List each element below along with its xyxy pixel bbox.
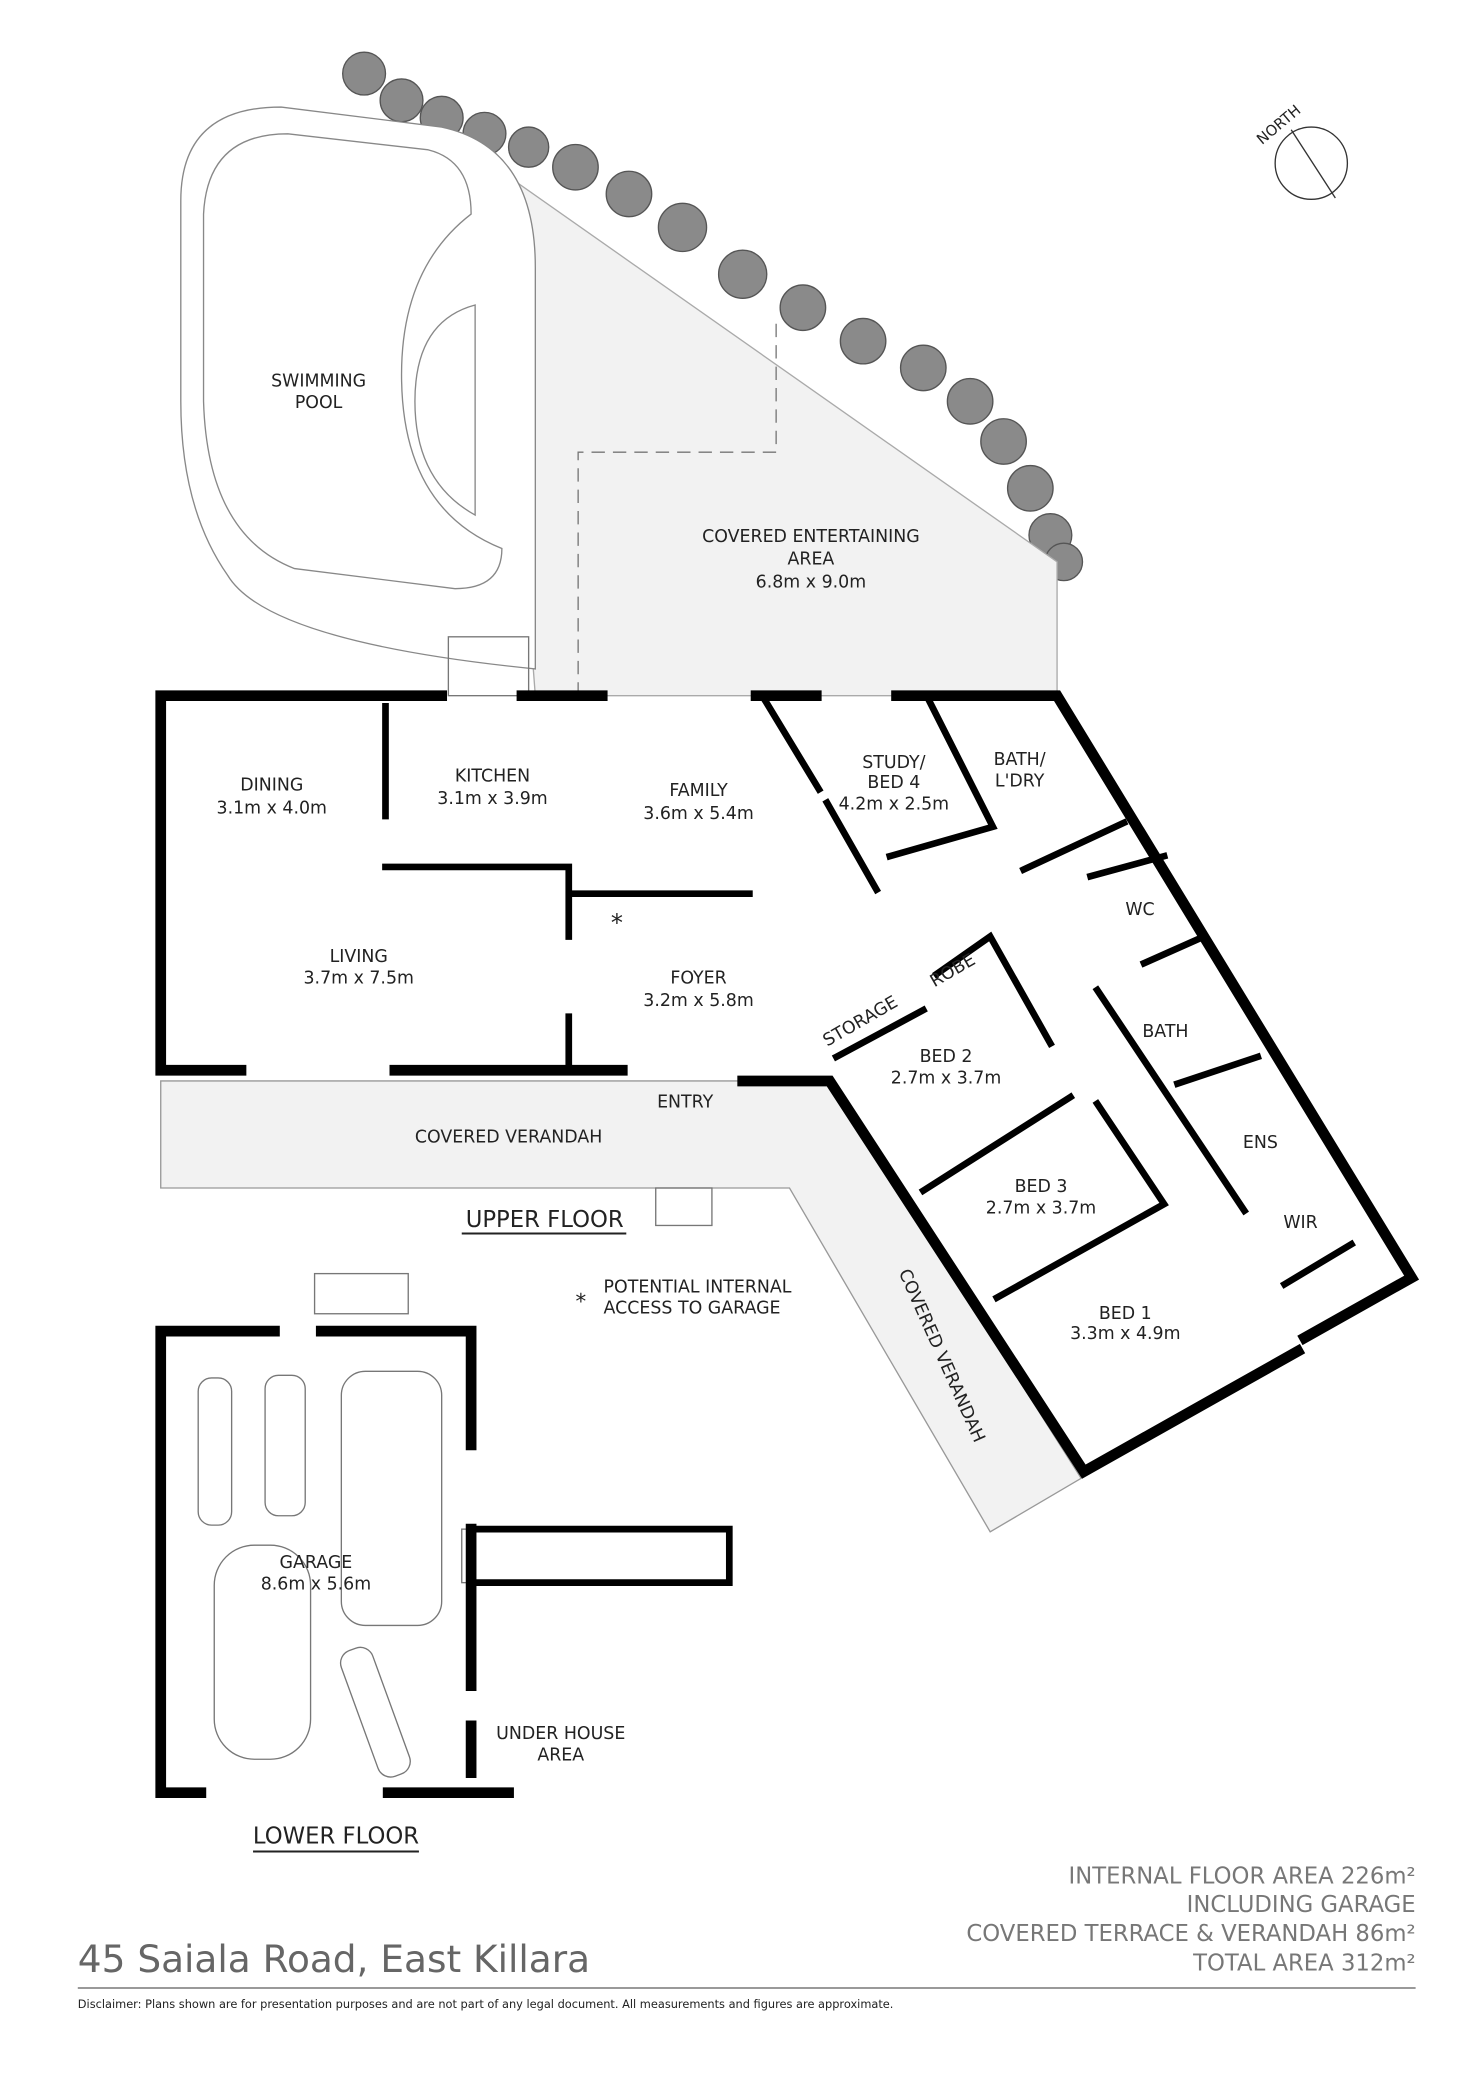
bath-laundry-label: L'DRY (995, 772, 1045, 792)
garage-label: GARAGE (280, 1553, 353, 1573)
swimming-pool (180, 106, 536, 670)
pool-label: SWIMMING (271, 372, 366, 392)
disclaimer: Disclaimer: Plans shown are for presenta… (78, 1997, 894, 2011)
garage-walls (155, 1325, 733, 1799)
verandah-label: COVERED VERANDAH (415, 1128, 602, 1148)
foyer-label: FOYER (670, 968, 726, 988)
ens-label: ENS (1243, 1133, 1278, 1153)
bed1-size: 3.3m x 4.9m (1070, 1324, 1180, 1344)
access-asterisk: * (611, 909, 623, 937)
address: 45 Saiala Road, East Killara (78, 1937, 590, 1981)
area-garage-note: INCLUDING GARAGE (1187, 1892, 1416, 1918)
entry-label: ENTRY (657, 1093, 714, 1113)
vehicles (197, 1370, 443, 1778)
under-house-label: AREA (537, 1746, 584, 1766)
pergola-outline (577, 321, 777, 696)
entertaining-label: AREA (788, 550, 835, 570)
bath-label: BATH (1142, 1022, 1188, 1042)
living-label: LIVING (330, 947, 388, 967)
north-label: NORTH (1254, 102, 1305, 148)
note-line: POTENTIAL INTERNAL (604, 1277, 792, 1297)
kitchen-size: 3.1m x 3.9m (437, 789, 547, 809)
bath-laundry-label: BATH/ (994, 750, 1046, 770)
walls (155, 690, 1420, 1479)
upper-floor-title: UPPER FLOOR (466, 1207, 624, 1233)
wc-label: WC (1125, 900, 1154, 920)
family-label: FAMILY (669, 781, 728, 801)
garage-size: 8.6m x 5.6m (261, 1574, 371, 1594)
kitchen-label: KITCHEN (455, 766, 530, 786)
family-size: 3.6m x 5.4m (643, 804, 753, 824)
pool-label: POOL (295, 393, 343, 413)
bed3-label: BED 3 (1015, 1177, 1068, 1197)
robe-label: ROBE (927, 950, 979, 992)
study-label: STUDY/ (862, 753, 925, 773)
foyer-size: 3.2m x 5.8m (643, 991, 753, 1011)
entertaining-label: COVERED ENTERTAINING (702, 527, 920, 547)
wir-label: WIR (1283, 1213, 1317, 1233)
bed1-label: BED 1 (1099, 1304, 1152, 1324)
study-size: 4.2m x 2.5m (839, 794, 949, 814)
study-label: BED 4 (867, 773, 920, 793)
note-asterisk: * (575, 1289, 586, 1314)
bed3-size: 2.7m x 3.7m (986, 1198, 1096, 1218)
bed2-label: BED 2 (920, 1047, 973, 1067)
entertaining-size: 6.8m x 9.0m (756, 572, 866, 592)
dining-size: 3.1m x 4.0m (217, 798, 327, 818)
north-compass-icon (1274, 126, 1349, 201)
bed2-size: 2.7m x 3.7m (891, 1069, 1001, 1089)
area-terrace: COVERED TERRACE & VERANDAH 86m² (966, 1921, 1415, 1947)
area-total: TOTAL AREA 312m² (1192, 1951, 1416, 1977)
lower-floor-title: LOWER FLOOR (253, 1824, 419, 1850)
dining-label: DINING (240, 776, 303, 796)
under-house-label: UNDER HOUSE (496, 1724, 625, 1744)
note-line: ACCESS TO GARAGE (604, 1299, 781, 1319)
area-internal: INTERNAL FLOOR AREA 226m² (1069, 1864, 1416, 1890)
living-size: 3.7m x 7.5m (304, 968, 414, 988)
